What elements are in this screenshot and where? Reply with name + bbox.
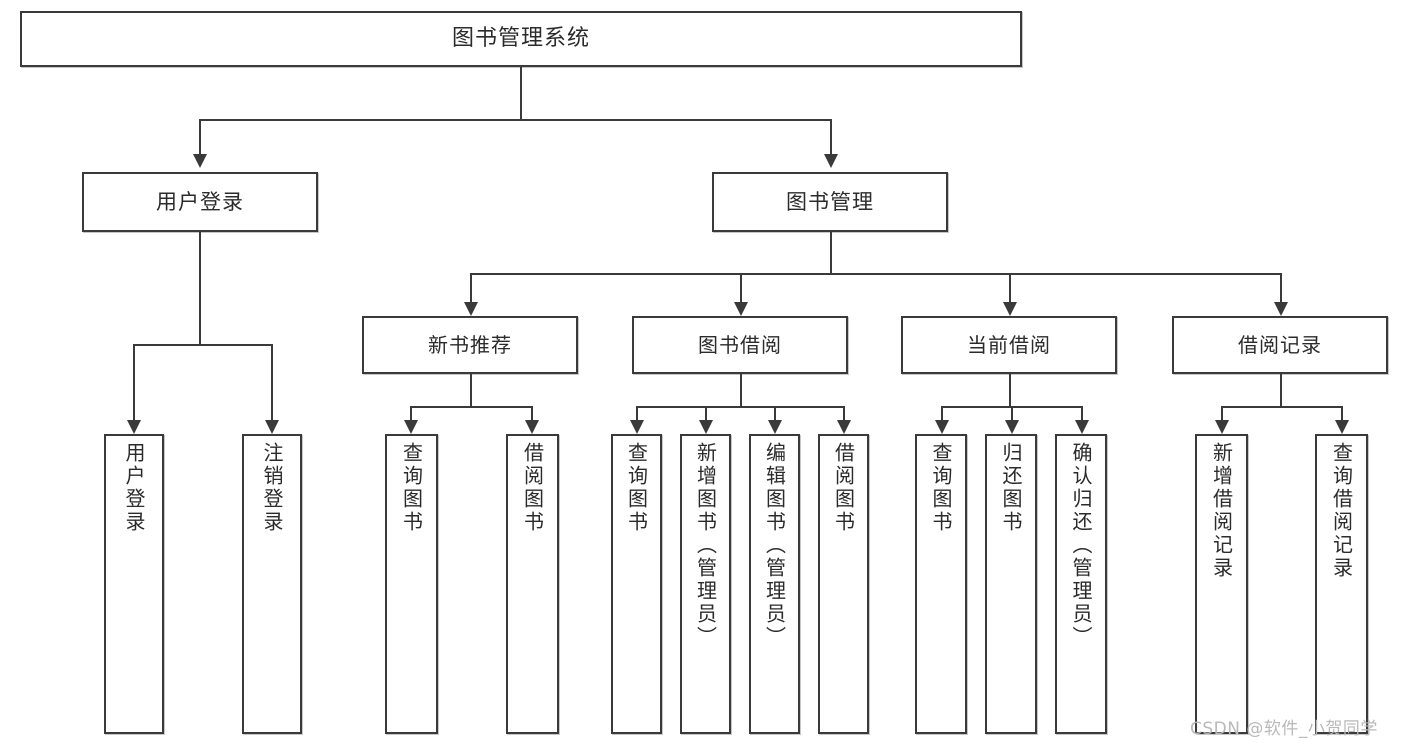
connector-bb-leaf-1 [636, 406, 638, 420]
node-leaf-query-book-bb[interactable]: 查询图书 [611, 434, 662, 734]
node-label: 图书借阅 [698, 332, 782, 357]
node-label: 编辑图书（管理员） [762, 442, 787, 649]
node-label: 新增借阅记录 [1209, 442, 1234, 580]
node-leaf-borrow-book-nbr[interactable]: 借阅图书 [506, 434, 559, 734]
connector-root-to-book-management [830, 119, 832, 154]
node-label: 借阅图书 [831, 442, 856, 534]
node-leaf-borrow-book-bb[interactable]: 借阅图书 [818, 434, 869, 734]
connector-book-borrow-bus [636, 406, 845, 408]
connector-to-book-borrow [740, 273, 742, 302]
connector-to-borrow-record [1280, 273, 1282, 302]
connector-br-leaf-2 [1341, 406, 1343, 420]
arrow-to-borrow-record [1274, 302, 1288, 316]
node-leaf-add-borrow-record[interactable]: 新增借阅记录 [1195, 434, 1248, 734]
node-leaf-logout[interactable]: 注销登录 [242, 434, 302, 734]
node-label: 用户登录 [156, 189, 244, 214]
node-leaf-query-borrow-record[interactable]: 查询借阅记录 [1315, 434, 1368, 734]
csdn-watermark: CSDN @软件_小贺同学 [1190, 719, 1378, 739]
node-label: 确认归还（管理员） [1069, 442, 1093, 649]
connector-borrow-record-stem [1280, 374, 1282, 407]
connector-new-book-recommend-stem [470, 374, 472, 407]
connector-nbr-leaf-2 [531, 406, 533, 420]
connector-current-borrow-stem [1009, 374, 1011, 407]
node-leaf-add-book-admin[interactable]: 新增图书（管理员） [680, 434, 731, 734]
arrow-bb-leaf-3 [768, 420, 782, 434]
connector-root-bus [199, 119, 832, 121]
node-label: 图书管理 [786, 189, 874, 214]
node-label: 归还图书 [999, 442, 1023, 534]
arrow-root-to-book-management [824, 154, 838, 168]
connector-book-borrow-stem [740, 374, 742, 407]
connector-user-login-stem [199, 232, 201, 345]
arrow-user-login-to-leaf-1 [127, 420, 141, 434]
node-label: 图书管理系统 [451, 26, 590, 52]
node-leaf-user-login[interactable]: 用户登录 [104, 434, 164, 734]
arrow-bb-leaf-1 [630, 420, 644, 434]
connector-user-login-bus [133, 344, 271, 346]
arrow-bb-leaf-2 [699, 420, 713, 434]
connector-bb-leaf-4 [843, 406, 845, 420]
node-current-borrow[interactable]: 当前借阅 [901, 316, 1117, 374]
connector-br-leaf-1 [1221, 406, 1223, 420]
connector-user-login-to-leaf-1 [133, 344, 135, 420]
node-label: 用户登录 [122, 442, 146, 534]
connector-bb-leaf-2 [705, 406, 707, 420]
node-label: 查询图书 [929, 442, 953, 534]
connector-level3-bus [470, 273, 1280, 275]
arrow-cb-leaf-3 [1075, 420, 1089, 434]
node-label: 查询借阅记录 [1329, 442, 1354, 580]
connector-bb-leaf-3 [774, 406, 776, 420]
node-label: 借阅记录 [1238, 332, 1322, 357]
connector-book-management-stem [830, 232, 832, 274]
node-new-book-recommend[interactable]: 新书推荐 [362, 316, 578, 374]
node-leaf-return-book[interactable]: 归还图书 [985, 434, 1037, 734]
connector-user-login-to-leaf-2 [271, 344, 273, 420]
connector-cb-leaf-2 [1011, 406, 1013, 420]
arrow-nbr-leaf-2 [525, 420, 539, 434]
arrow-to-new-book-recommend [464, 302, 478, 316]
connector-root-to-user-login [199, 119, 201, 154]
arrow-br-leaf-1 [1215, 420, 1229, 434]
connector-root-stem [520, 67, 522, 120]
connector-to-current-borrow [1009, 273, 1011, 302]
arrow-user-login-to-leaf-2 [265, 420, 279, 434]
node-label: 当前借阅 [967, 332, 1051, 357]
node-user-login[interactable]: 用户登录 [82, 172, 318, 232]
connector-cb-leaf-3 [1081, 406, 1083, 420]
node-leaf-query-book-cb[interactable]: 查询图书 [915, 434, 967, 734]
connector-to-new-book-recommend [470, 273, 472, 302]
node-leaf-query-book-nbr[interactable]: 查询图书 [385, 434, 438, 734]
node-label: 查询图书 [399, 442, 424, 534]
node-borrow-record[interactable]: 借阅记录 [1172, 316, 1388, 374]
node-leaf-confirm-return-admin[interactable]: 确认归还（管理员） [1055, 434, 1107, 734]
arrow-nbr-leaf-1 [404, 420, 418, 434]
arrow-cb-leaf-1 [935, 420, 949, 434]
connector-borrow-record-bus [1221, 406, 1341, 408]
arrow-bb-leaf-4 [837, 420, 851, 434]
node-book-management[interactable]: 图书管理 [712, 172, 948, 232]
arrow-to-current-borrow [1003, 302, 1017, 316]
node-root-book-management-system[interactable]: 图书管理系统 [20, 11, 1022, 67]
arrow-cb-leaf-2 [1005, 420, 1019, 434]
connector-nbr-leaf-1 [410, 406, 412, 420]
node-label: 注销登录 [260, 442, 284, 534]
arrow-br-leaf-2 [1335, 420, 1349, 434]
connector-new-book-recommend-bus [410, 406, 531, 408]
node-label: 新增图书（管理员） [693, 442, 718, 649]
node-book-borrow[interactable]: 图书借阅 [632, 316, 848, 374]
node-label: 查询图书 [624, 442, 649, 534]
connector-cb-leaf-1 [941, 406, 943, 420]
node-label: 借阅图书 [520, 442, 545, 534]
arrow-to-book-borrow [734, 302, 748, 316]
node-leaf-edit-book-admin[interactable]: 编辑图书（管理员） [749, 434, 800, 734]
node-label: 新书推荐 [428, 332, 512, 357]
arrow-root-to-user-login [193, 154, 207, 168]
